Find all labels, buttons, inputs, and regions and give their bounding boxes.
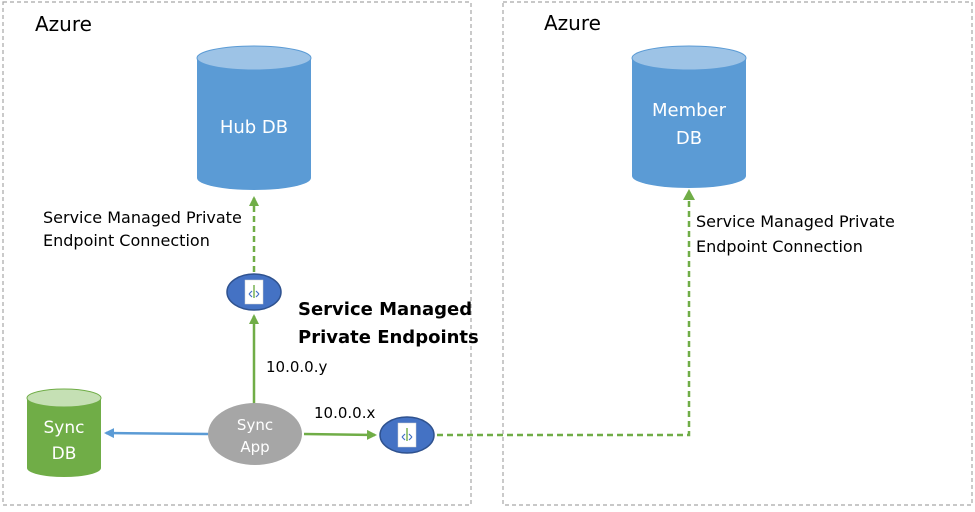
hub-db-label: Hub DB [220,117,288,138]
sync-app-to-member-endpoint-arrow [303,429,377,440]
sync-app-label-line1: Sync [237,416,273,434]
private-endpoint-icon [379,416,435,454]
private-endpoint-icon [226,273,282,311]
sync-app-to-sync-db-arrow [104,428,209,439]
endpoints-title-line1: Service Managed [298,299,472,320]
member-db-label-line1: Member [652,100,727,121]
sync-db: Sync DB [26,388,102,477]
ip-hub-label: 10.0.0.y [266,358,327,376]
ip-member-label: 10.0.0.x [314,404,375,422]
sync-db-label-line2: DB [52,444,77,464]
sync-app-label-line2: App [240,438,269,456]
endpoints-title-line2: Private Endpoints [298,327,479,348]
member-db-label-line2: DB [676,128,702,149]
azure-region-left [2,1,472,506]
member-endpoint-connection-dashed [437,196,691,437]
hub-db: Hub DB [196,45,312,190]
sync-app: Sync App [208,403,302,465]
azure-region-left-label: Azure [35,12,92,36]
hub-connection-label-line1: Service Managed Private [43,208,242,227]
member-connection-arrowhead [683,189,695,200]
member-connection-label-line1: Service Managed Private [696,212,895,231]
sync-db-label-line1: Sync [44,418,85,438]
hub-connection-label-line2: Endpoint Connection [43,231,210,250]
azure-region-right [502,1,973,506]
azure-region-right-label: Azure [544,11,601,35]
member-db: Member DB [631,45,747,188]
member-connection-label-line2: Endpoint Connection [696,237,863,256]
